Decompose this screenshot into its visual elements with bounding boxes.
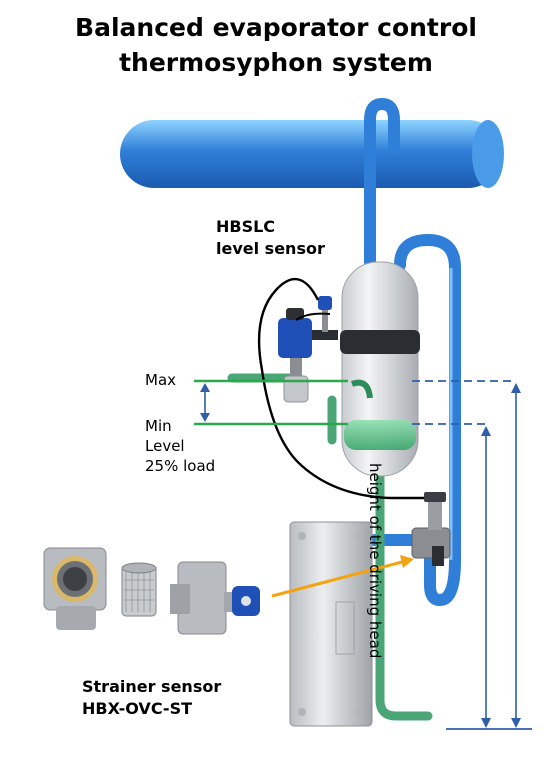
driving-head-label: height of the driving head xyxy=(366,463,384,659)
outlet-strainer-valve xyxy=(411,492,451,566)
level-sensor-label: HBSLC level sensor xyxy=(216,216,325,260)
driving-head-arrows xyxy=(481,383,521,728)
min-level-label: Min Level 25% load xyxy=(145,416,215,476)
strainer-mesh xyxy=(121,562,157,617)
level-sensor-line-2: level sensor xyxy=(216,239,325,258)
strainer-line-2: HBX-OVC-ST xyxy=(82,699,192,718)
level-sensor-line-1: HBSLC xyxy=(216,217,276,236)
max-label: Max xyxy=(145,371,177,389)
title-line-2: thermosyphon system xyxy=(119,48,433,77)
plate-heat-exchanger xyxy=(289,521,373,727)
min-label-line-1: Min xyxy=(145,417,172,435)
upper-vessel-end xyxy=(472,120,504,188)
strainer-housing xyxy=(43,547,107,630)
strainer-line-1: Strainer sensor xyxy=(82,677,222,696)
diagram-title: Balanced evaporator control thermosyphon… xyxy=(0,10,552,80)
green-pipes xyxy=(227,373,433,721)
tank-collar xyxy=(340,330,420,354)
strainer-pointer-arrow xyxy=(271,555,414,598)
strainer-sensor-flange xyxy=(170,561,260,635)
tank-liquid xyxy=(344,420,416,450)
title-line-1: Balanced evaporator control xyxy=(75,13,477,42)
min-label-line-3: 25% load xyxy=(145,457,216,475)
strainer-sensor-label: Strainer sensor HBX-OVC-ST xyxy=(82,676,221,720)
tank-inner-pipe xyxy=(350,379,373,399)
min-label-line-2: Level xyxy=(145,437,185,455)
level-sensor-assembly xyxy=(278,296,338,403)
upper-vessel xyxy=(120,120,502,188)
sensor-cable-2 xyxy=(295,312,331,321)
level-span-arrow xyxy=(200,383,210,422)
